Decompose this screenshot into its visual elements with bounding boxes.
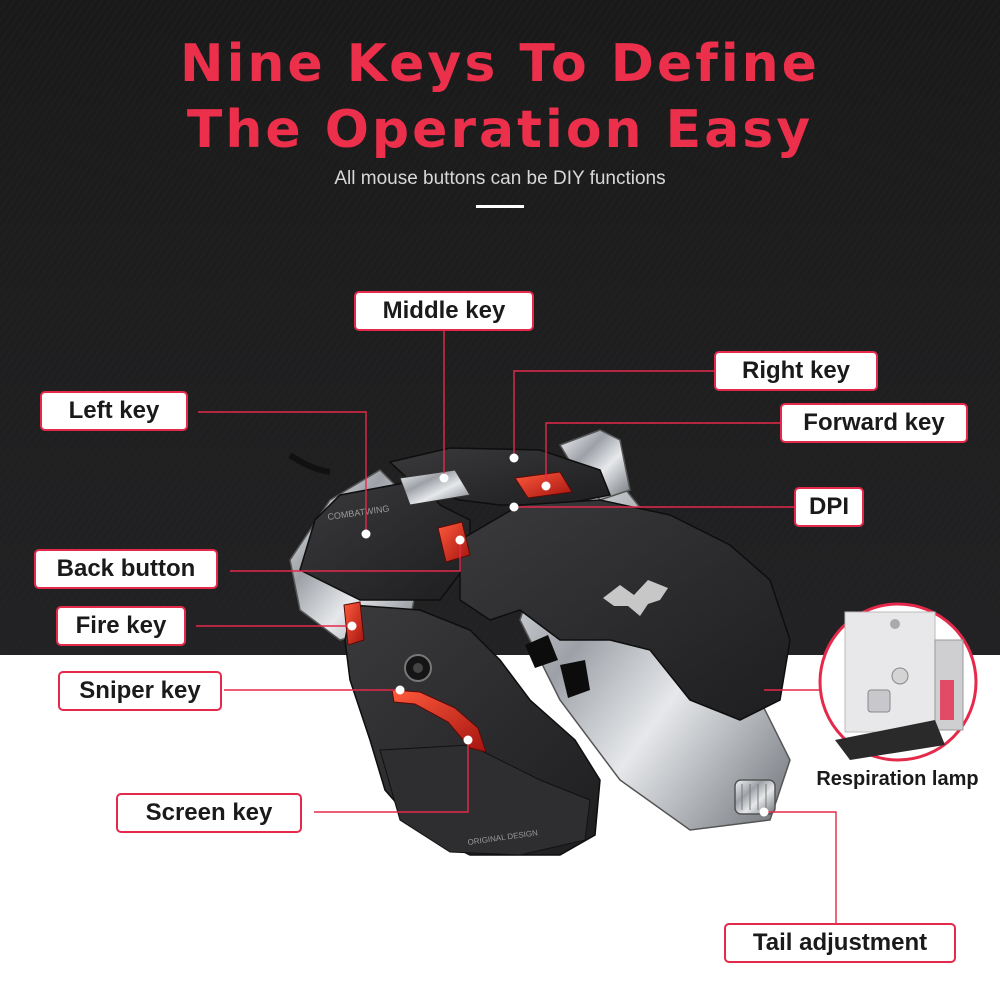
back-button-red-key — [437, 521, 471, 563]
scroll-wheel — [399, 469, 471, 506]
tail-adjustment-knob — [734, 779, 776, 815]
callout-left-key: Left key — [40, 391, 188, 431]
callout-fire-key: Fire key — [56, 606, 186, 646]
connector-dots — [347, 453, 769, 817]
palm-rest-vent-2 — [560, 660, 590, 698]
callout-back-button: Back button — [34, 549, 218, 589]
callout-forward-key: Forward key — [780, 403, 968, 443]
respiration-lamp-inset — [818, 602, 978, 762]
title-line-1: Nine Keys To Define — [180, 34, 820, 94]
callout-tail-adjustment: Tail adjustment — [724, 923, 956, 963]
thumb-rest-pad — [379, 744, 591, 856]
title-line-2: The Operation Easy — [186, 100, 814, 160]
palm-rest — [459, 499, 791, 721]
palm-rest-vent-1 — [525, 635, 558, 668]
callout-dpi: DPI — [794, 487, 864, 527]
mouse-cable — [288, 452, 331, 475]
subtitle: All mouse buttons can be DIY functions — [334, 168, 666, 189]
callout-screen-key: Screen key — [116, 793, 302, 833]
callout-right-key: Right key — [714, 351, 878, 391]
callout-middle-key: Middle key — [354, 291, 534, 331]
subtitle-underline — [476, 205, 524, 208]
sniper-key-red-key — [391, 689, 487, 753]
eagle-logo-icon — [603, 580, 668, 616]
callout-sniper-key: Sniper key — [58, 671, 222, 711]
respiration-lamp-caption: Respiration lamp — [816, 768, 979, 790]
